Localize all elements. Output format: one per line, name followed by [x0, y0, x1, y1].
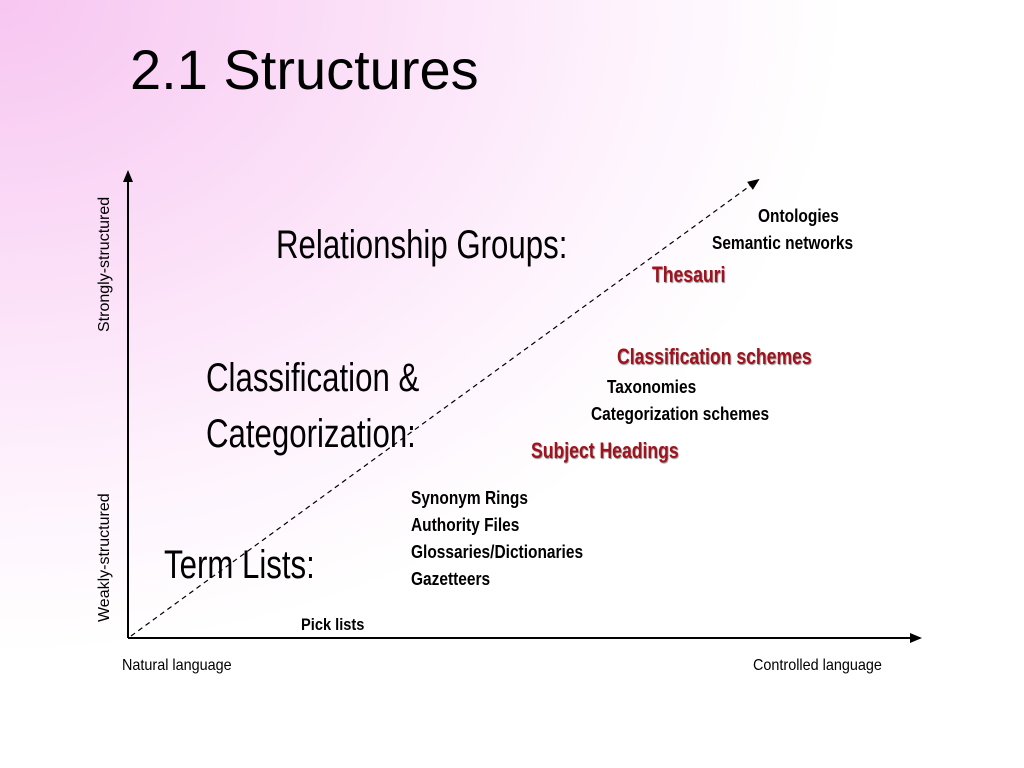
item-thesauri: Thesauri	[652, 262, 726, 287]
relationship-groups-heading: Relationship Groups:	[276, 223, 568, 267]
item-authority-files: Authority Files	[411, 515, 520, 535]
item-synonym-rings: Synonym Rings	[411, 488, 528, 508]
item-classification-schemes: Classification schemes	[617, 344, 812, 369]
item-semantic-networks: Semantic networks	[712, 233, 854, 253]
diagonal-trend-arrow	[130, 178, 760, 637]
item-taxonomies: Taxonomies	[607, 377, 697, 397]
item-pick-lists: Pick lists	[301, 615, 365, 634]
classification-heading-line2: Categorization:	[206, 412, 416, 456]
item-gazetteers: Gazetteers	[411, 569, 491, 589]
item-ontologies: Ontologies	[758, 206, 839, 226]
x-axis-start-label: Natural language	[122, 657, 232, 674]
slide-title: 2.1 Structures	[130, 38, 479, 101]
y-axis-low-label: Weakly-structured	[96, 493, 113, 622]
term-lists-heading: Term Lists:	[164, 543, 315, 587]
classification-heading-line1: Classification &	[206, 356, 420, 400]
item-glossaries-dictionaries: Glossaries/Dictionaries	[411, 542, 584, 562]
item-subject-headings: Subject Headings	[531, 438, 679, 463]
item-categorization-schemes: Categorization schemes	[591, 404, 770, 424]
y-axis-high-label: Strongly-structured	[96, 196, 113, 332]
x-axis-end-label: Controlled language	[753, 657, 882, 674]
